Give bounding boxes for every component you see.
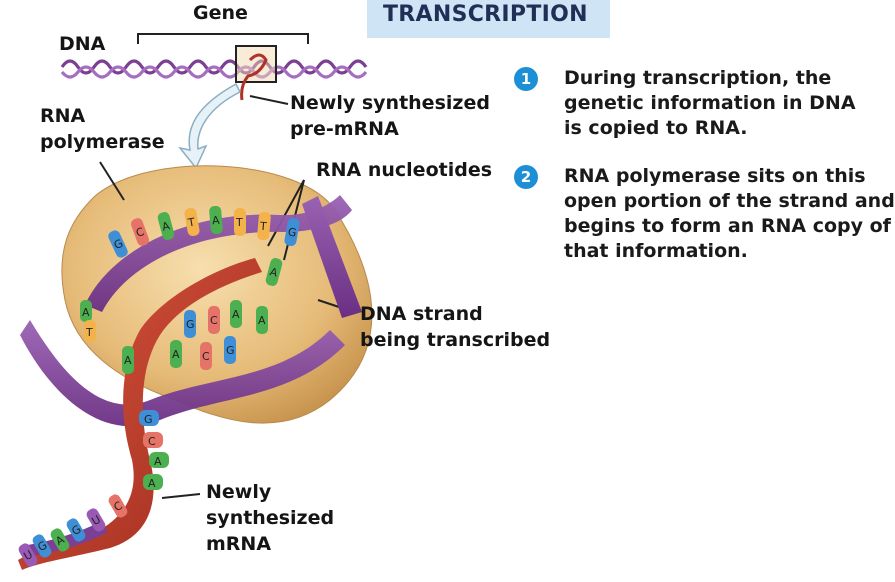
label-pre-mrna-line2: pre-mRNA <box>290 118 399 140</box>
step-line: is copied to RNA. <box>564 117 748 139</box>
svg-text:A: A <box>148 477 156 490</box>
svg-text:A: A <box>232 308 240 321</box>
label-dna: DNA <box>59 33 106 55</box>
svg-text:G: G <box>287 225 298 239</box>
zoom-arrow <box>178 82 242 170</box>
label-rna-polymerase-line1: RNA <box>40 105 86 127</box>
step-number-badge: 2 <box>514 165 538 189</box>
dna-strand-right <box>302 196 362 318</box>
svg-text:T: T <box>186 216 196 230</box>
svg-text:T: T <box>85 326 93 339</box>
step-line: RNA polymerase sits on this <box>564 165 866 187</box>
svg-text:A: A <box>124 354 132 367</box>
svg-text:G: G <box>144 413 153 426</box>
step-line: begins to form an RNA copy of <box>564 215 891 237</box>
label-pre-mrna-line1: Newly synthesized <box>290 92 490 114</box>
label-mrna-line3: mRNA <box>206 533 272 555</box>
label-rna-nucleotides: RNA nucleotides <box>316 159 493 181</box>
svg-text:T: T <box>258 220 267 234</box>
svg-text:C: C <box>148 435 156 448</box>
svg-text:A: A <box>161 219 172 234</box>
step-line: During transcription, the <box>564 67 832 89</box>
step-text: During transcription, the genetic inform… <box>564 66 856 141</box>
svg-text:A: A <box>211 214 220 228</box>
label-mrna-line1: Newly <box>206 481 272 503</box>
svg-text:G: G <box>226 344 235 357</box>
step-text: RNA polymerase sits on this open portion… <box>564 164 895 264</box>
title-banner <box>367 0 610 38</box>
label-dna-strand-line1: DNA strand <box>360 303 483 325</box>
svg-text:C: C <box>134 225 146 240</box>
svg-text:A: A <box>82 306 90 319</box>
label-dna-strand-line2: being transcribed <box>360 329 551 351</box>
step-line: that information. <box>564 240 748 262</box>
diagram-title: TRANSCRIPTION <box>383 2 588 27</box>
label-gene: Gene <box>193 2 248 24</box>
label-rna-polymerase-line2: polymerase <box>40 131 165 153</box>
svg-text:A: A <box>268 265 279 280</box>
gene-bracket <box>137 33 309 44</box>
step-line: genetic information in DNA <box>564 92 856 114</box>
svg-text:T: T <box>235 216 243 229</box>
dna-double-helix <box>60 59 368 79</box>
svg-text:G: G <box>186 318 195 331</box>
label-mrna-line2: synthesized <box>206 507 335 529</box>
step-line: open portion of the strand and <box>564 190 895 212</box>
nucleotide-pegs: G C A T A T T G A G C A A G C A A A T G … <box>18 205 300 567</box>
svg-text:A: A <box>154 455 162 468</box>
dna-strand-bottom <box>20 320 345 427</box>
pre-mrna-strand <box>240 53 268 101</box>
magnify-box <box>235 45 277 83</box>
step-number-badge: 1 <box>514 67 538 91</box>
svg-text:A: A <box>172 348 180 361</box>
svg-text:C: C <box>210 314 218 327</box>
svg-text:A: A <box>258 314 266 327</box>
svg-text:C: C <box>202 350 210 363</box>
dna-strand-top <box>85 195 352 312</box>
